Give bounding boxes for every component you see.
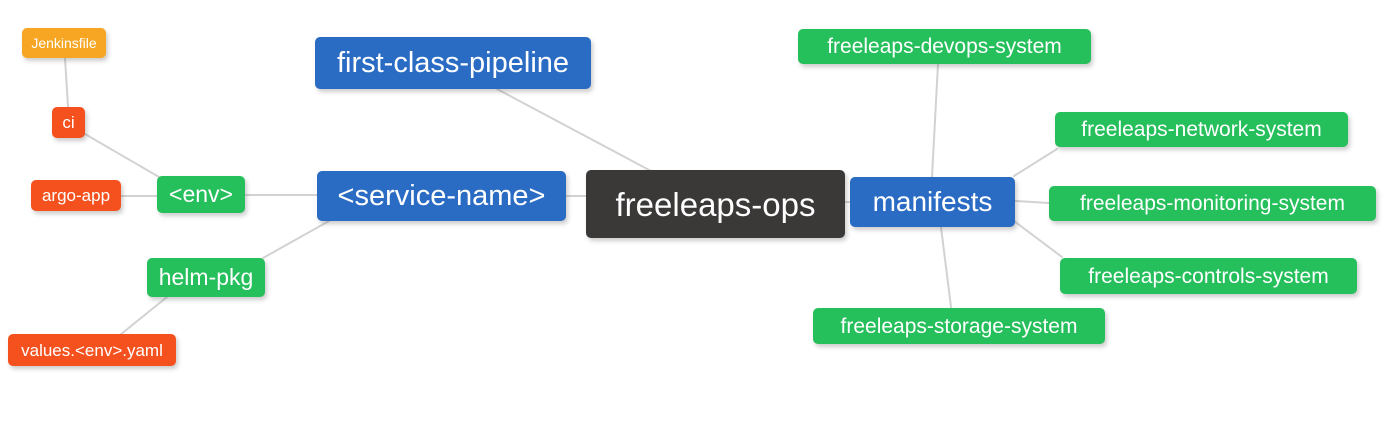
edge-ci-to-env — [84, 133, 160, 178]
mindmap-node-freeleaps-ops[interactable]: freeleaps-ops — [586, 170, 845, 238]
mindmap-node-monitoring-system[interactable]: freeleaps-monitoring-system — [1049, 186, 1376, 221]
mindmap-node-storage-system[interactable]: freeleaps-storage-system — [813, 308, 1105, 344]
edge-helm-pkg-to-service-name — [262, 220, 330, 259]
mindmap-node-network-system[interactable]: freeleaps-network-system — [1055, 112, 1348, 147]
edge-manifests-to-network-system — [1013, 148, 1058, 177]
mindmap-node-env[interactable]: <env> — [157, 176, 245, 213]
edge-helm-pkg-to-values-env-yaml — [119, 296, 168, 336]
mindmap-node-jenkinsfile[interactable]: Jenkinsfile — [22, 28, 106, 58]
edge-jenkinsfile-to-ci — [64, 57, 69, 108]
edge-manifests-to-storage-system — [940, 226, 952, 308]
mindmap-node-devops-system[interactable]: freeleaps-devops-system — [798, 29, 1091, 64]
mindmap-node-argo-app[interactable]: argo-app — [31, 180, 121, 211]
edge-first-class-pipeline-to-freeleaps-ops — [496, 88, 652, 172]
edge-manifests-to-devops-system — [931, 63, 939, 178]
mindmap-node-first-class-pipeline[interactable]: first-class-pipeline — [315, 37, 591, 89]
mindmap-node-ci[interactable]: ci — [52, 107, 85, 138]
mindmap-node-manifests[interactable]: manifests — [850, 177, 1015, 227]
mindmap-node-values-env-yaml[interactable]: values.<env>.yaml — [8, 334, 176, 366]
mindmap-node-controls-system[interactable]: freeleaps-controls-system — [1060, 258, 1357, 294]
edge-manifests-to-monitoring-system — [1014, 200, 1050, 204]
mindmap-node-helm-pkg[interactable]: helm-pkg — [147, 258, 265, 297]
mindmap-node-service-name[interactable]: <service-name> — [317, 171, 566, 221]
edge-manifests-to-controls-system — [1013, 220, 1063, 258]
